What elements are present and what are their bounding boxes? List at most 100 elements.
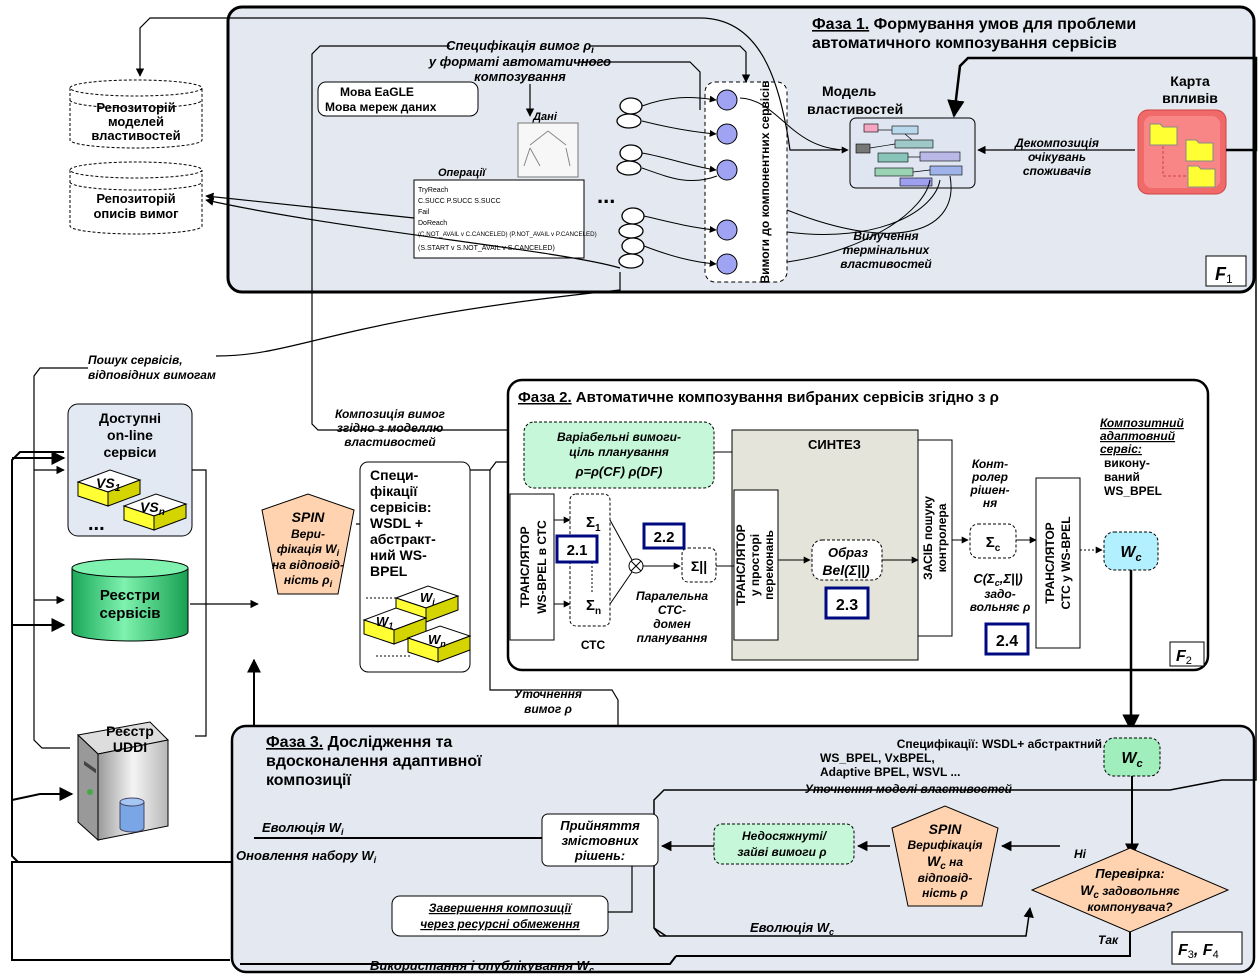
svg-text:W1: W1 — [376, 614, 393, 631]
compose-2: згідно з моделлю — [337, 421, 443, 435]
svg-text:ний WS-: ний WS- — [370, 547, 427, 563]
svg-text:ціль планування: ціль планування — [569, 445, 669, 459]
online-services: Доступні on-line сервіси VS1 VSn ... — [67, 403, 193, 537]
service-specs: Специ- фікації сервісів: WSDL + абстракт… — [359, 461, 472, 673]
connector-to-repo-reqs — [205, 192, 415, 219]
req-node — [716, 123, 738, 145]
svg-text:Σn: Σn — [586, 597, 601, 617]
connector-s1-op — [609, 519, 633, 561]
lang-datanet: Мова мереж даних — [325, 100, 437, 114]
svg-text:рішен-: рішен- — [969, 483, 1009, 497]
svg-text:СТС-: СТС- — [658, 603, 686, 617]
uddi-1: Реєстр — [106, 723, 154, 739]
connector-compose — [311, 380, 523, 435]
svg-text:ня: ня — [983, 496, 997, 510]
svg-text:Недосяжнуті/: Недосяжнуті/ — [742, 829, 828, 843]
spin-left-4: на відповід- — [272, 558, 344, 572]
phase1-title-num: Фаза 1. — [812, 16, 869, 33]
svg-text:F1: F1 — [1215, 264, 1233, 286]
refine-2: вимог ρ — [524, 702, 572, 716]
svg-text:домен: домен — [653, 617, 691, 631]
svg-text:Bel(Σ||): Bel(Σ||) — [822, 562, 870, 578]
svg-text:композиції: композиції — [266, 772, 351, 789]
extract-line — [786, 175, 952, 234]
svg-text:через ресурсні обмеження: через ресурсні обмеження — [420, 917, 579, 931]
online-1: Доступні — [99, 410, 161, 426]
repo-models-2: моделей — [108, 114, 164, 129]
badge-2-2: 2.2 — [642, 522, 686, 550]
svg-text:Верифікація: Верифікація — [907, 838, 982, 852]
svg-text:СТС: СТС — [581, 638, 606, 652]
finish-box: Завершення композиції через ресурсні обм… — [391, 895, 609, 937]
svg-text:ролер: ролер — [971, 470, 1008, 484]
svg-text:СИНТЕЗ: СИНТЕЗ — [808, 437, 861, 452]
connector-search-left — [33, 367, 88, 749]
svg-text:BPEL: BPEL — [370, 563, 408, 579]
map-title-2: впливів — [1162, 90, 1218, 106]
ops-line-3: DoReach — [418, 220, 447, 227]
connector-sn-op — [609, 571, 633, 605]
ops-line-2: Fail — [418, 209, 430, 216]
spec-line3: композування — [474, 69, 566, 84]
svg-text:Специфікація вимог ρi: Специфікація вимог ρi — [446, 38, 594, 56]
model-title-1: Модель — [822, 83, 877, 99]
svg-text:у просторі: у просторі — [748, 534, 762, 596]
translator-bpel-ctc: ТРАНСЛЯТОР WS-BPEL в СТС — [509, 493, 555, 641]
svg-text:F2: F2 — [1176, 648, 1192, 667]
svg-text:C(Σc,Σ||): C(Σc,Σ||) — [973, 571, 1022, 588]
decision-box: Прийняття змістовних рішень: — [541, 813, 659, 867]
check-diamond: Перевірка: Wc задовольняє компонувача? — [1030, 847, 1230, 933]
ops-line-4: (C.NOT_AVAIL v C.CANCELED) (P.NOT_AVAIL … — [418, 231, 597, 238]
svg-text:Оновлення набору Wi: Оновлення набору Wi — [236, 848, 377, 865]
connector-to-repo-models — [135, 17, 840, 151]
influence-map: Карта впливів — [1137, 73, 1227, 195]
properties-model: Модель властивостей — [807, 83, 976, 189]
uddi-server: Реєстр UDDI — [76, 721, 170, 842]
uddi-2: UDDI — [113, 739, 147, 755]
connector-to-repo-reqs-2 — [205, 197, 621, 269]
svg-text:рішень:: рішень: — [574, 848, 625, 863]
phase1-label-sub: 1 — [1226, 272, 1233, 286]
map-title-1: Карта — [1170, 73, 1210, 89]
unreached-reqs: Недосяжнуті/ зайві вимоги ρ — [713, 823, 855, 865]
repo-reqs-1: Репозиторій — [96, 191, 175, 206]
svg-text:F3, F4: F3, F4 — [1178, 942, 1219, 961]
connector-req-model — [739, 97, 849, 154]
repo-models-3: властивостей — [91, 128, 180, 143]
requirements-column: Вимоги до компонентних сервісів — [704, 80, 788, 284]
svg-text:VSn: VSn — [140, 499, 165, 518]
wc-phase3: Wc — [1103, 737, 1161, 777]
registry-1: Реєстри — [100, 587, 160, 604]
decomp-3: споживачів — [1023, 164, 1091, 178]
extract-1: Вилучення — [853, 229, 918, 243]
compose-3: властивостей — [344, 435, 436, 449]
svg-text:Завершення композиції: Завершення композиції — [429, 901, 573, 915]
registry-2: сервісів — [100, 605, 161, 622]
svg-text:ТРАНСЛЯТОР: ТРАНСЛЯТОР — [734, 524, 748, 605]
svg-text:Специ-: Специ- — [370, 467, 419, 483]
svg-text:задо-: задо- — [984, 587, 1016, 601]
wc-phase2: Wc — [1103, 531, 1159, 571]
svg-text:зайві вимоги ρ: зайві вимоги ρ — [737, 845, 826, 859]
req-vertical-label: Вимоги до компонентних сервісів — [758, 80, 772, 283]
folder-icon — [1187, 165, 1216, 188]
svg-text:СТС у WS-BPEL: СТС у WS-BPEL — [1059, 516, 1073, 609]
repo-requirements: Репозиторій описів вимог — [69, 161, 203, 235]
spin-left: SPIN Вери- фікація Wi на відповід- ність… — [261, 493, 355, 595]
req-links — [641, 95, 718, 267]
svg-text:Wc задовольняє: Wc задовольняє — [1080, 882, 1180, 901]
svg-text:сервісів:: сервісів: — [370, 499, 432, 515]
connector-spec-mid — [578, 61, 701, 110]
vs1-block: VS1 — [76, 469, 142, 507]
svg-text:Фаза 2. Автоматичне композуван: Фаза 2. Автоматичне композування вибрани… — [518, 389, 999, 406]
online-3: сервіси — [103, 444, 156, 460]
planning-goal: Варіабельні вимоги- ціль планування ρ=ρ(… — [523, 421, 715, 489]
decomp-2: очікувань — [1028, 150, 1086, 164]
sigma-c: Σc — [969, 523, 1017, 559]
connector-search — [215, 272, 621, 357]
spin-left-2: Вери- — [291, 527, 325, 541]
connector-online-uddi — [192, 469, 207, 737]
connector-map-model — [947, 56, 1258, 152]
svg-text:ТРАНСЛЯТОР: ТРАНСЛЯТОР — [1043, 522, 1057, 603]
